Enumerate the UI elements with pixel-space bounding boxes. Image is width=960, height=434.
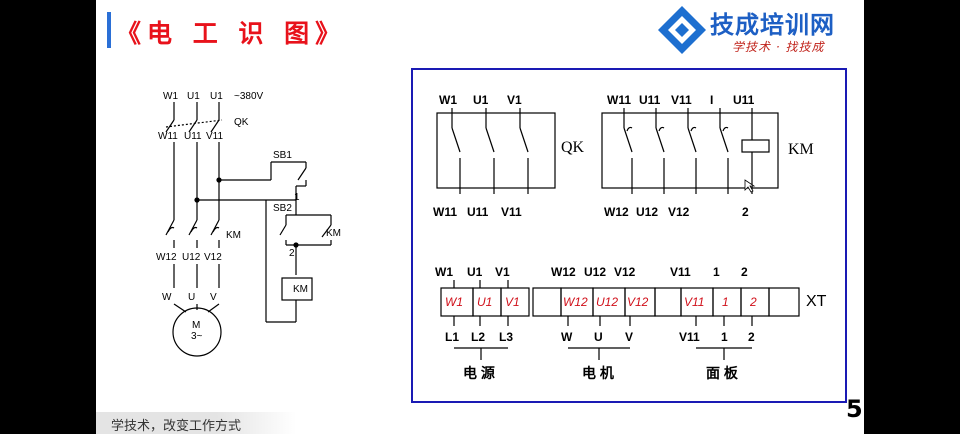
terminal-top-6: V12 (614, 265, 636, 279)
after-switch-label-2: U11 (184, 131, 202, 142)
circuit-schematic: W1 U1 U1 ~380V QK W11 U11 V11 SB1 1 SB2 … (156, 91, 341, 357)
terminal-bottom-1: L1 (445, 330, 459, 344)
qk-box (436, 112, 556, 189)
motor-terminal-2: U (188, 292, 195, 303)
terminal-block-label: XT (806, 293, 827, 310)
km-contacts (623, 108, 770, 194)
terminal-cell-3: V1 (505, 295, 520, 309)
km-top-5: U11 (733, 93, 755, 107)
km-main-label: KM (226, 230, 241, 241)
qk-contacts (451, 108, 529, 194)
km-bottom-2: U12 (636, 205, 658, 219)
terminal-top-4: W12 (551, 265, 576, 279)
footer-bar: 学技术，改变工作方式 (96, 412, 296, 434)
terminal-top-2: U1 (467, 265, 483, 279)
page-number: 5 (846, 395, 863, 423)
km-top-4: I (710, 93, 713, 107)
control-circuit (194, 161, 332, 323)
qk-top-1: W1 (439, 93, 457, 107)
qk-bottom-2: U11 (467, 205, 489, 219)
page-title: 《电 工 识 图》 (116, 19, 347, 48)
terminal-strip (440, 280, 800, 360)
km-bottom-3: V12 (668, 205, 690, 219)
terminal-bottom-4: W (561, 330, 573, 344)
qk-top-3: V1 (507, 93, 522, 107)
wiring-frame (411, 68, 847, 403)
km-top-1: W11 (607, 93, 631, 107)
qk-label: QK (561, 139, 585, 156)
logo-icon (658, 6, 706, 54)
logo: 技成培训网 学技术 · 找技成 (654, 3, 864, 57)
supply-label-1: W1 (163, 91, 178, 102)
supply-label-2: U1 (187, 91, 200, 102)
terminal-cell-9: 2 (749, 295, 757, 309)
motor-terminal-1: W (162, 292, 172, 303)
terminal-cell-2: U1 (477, 295, 492, 309)
terminal-top-3: V1 (495, 265, 510, 279)
terminal-top-8: 1 (713, 265, 720, 279)
km-bottom-4: 2 (742, 205, 749, 219)
footer-slogan: 学技术，改变工作方式 (111, 419, 242, 434)
km-top-3: V11 (671, 93, 692, 107)
node1-label: 1 (294, 192, 300, 203)
after-contactor-label-3: V12 (204, 252, 222, 263)
sb1-label: SB1 (273, 150, 292, 161)
terminal-top-9: 2 (741, 265, 748, 279)
km-coil-symbol (281, 277, 313, 301)
km-label: KM (788, 141, 814, 158)
group-label-motor: 电 机 (582, 365, 614, 381)
terminal-bottom-5: U (594, 330, 603, 344)
terminal-top-1: W1 (435, 265, 453, 279)
terminal-bottom-7: V11 (679, 330, 700, 344)
km-aux-label: KM (326, 228, 341, 239)
supply-label-3: U1 (210, 91, 223, 102)
terminal-bottom-9: 2 (748, 330, 755, 344)
motor-terminal-3: V (210, 292, 217, 303)
qk-top-2: U1 (473, 93, 489, 107)
logo-tagline: 学技术 · 找技成 (732, 40, 825, 54)
qk-bottom-3: V11 (501, 205, 522, 219)
mouse-cursor-icon (744, 179, 756, 193)
terminal-bottom-6: V (625, 330, 633, 344)
wiring-diagram: W1 U1 V1 QK W11 U11 V11 W11 U11 V11 I U1… (433, 93, 827, 381)
km-coil-label: KM (293, 284, 308, 295)
motor-phase: 3~ (191, 331, 203, 342)
terminal-cell-1: W1 (445, 295, 463, 309)
terminal-bottom-2: L2 (471, 330, 485, 344)
title-accent-bar (107, 12, 111, 48)
group-label-panel: 面 板 (706, 365, 739, 381)
after-switch-label-3: V11 (206, 131, 223, 142)
voltage-label: ~380V (234, 91, 264, 102)
terminal-cell-6: V12 (627, 295, 649, 309)
terminal-bottom-8: 1 (721, 330, 728, 344)
terminal-top-7: V11 (670, 265, 691, 279)
after-contactor-label-1: W12 (156, 252, 177, 263)
km-coil-box (741, 139, 770, 153)
qk-bottom-1: W11 (433, 205, 457, 219)
motor-symbol (172, 307, 222, 357)
slide: 《电 工 识 图》 技成培训网 学技术 · 找技成 W1 U1 U1 ~380V… (96, 0, 864, 434)
motor-name: M (192, 320, 200, 331)
group-label-power: 电 源 (463, 365, 495, 381)
km-top-2: U11 (639, 93, 661, 107)
terminal-cell-8: 1 (722, 295, 729, 309)
switch-label: QK (234, 117, 249, 128)
sb2-label: SB2 (273, 203, 292, 214)
terminal-bottom-3: L3 (499, 330, 513, 344)
power-lines (165, 102, 223, 313)
logo-name: 技成培训网 (710, 11, 835, 39)
terminal-cell-5: U12 (596, 295, 618, 309)
after-switch-label-1: W11 (158, 131, 178, 142)
km-bottom-1: W12 (604, 205, 629, 219)
terminal-top-5: U12 (584, 265, 606, 279)
node2-label: 2 (289, 248, 295, 259)
after-contactor-label-2: U12 (182, 252, 201, 263)
km-box (601, 112, 779, 189)
terminal-cell-4: W12 (563, 295, 588, 309)
terminal-cell-7: V11 (684, 295, 704, 309)
